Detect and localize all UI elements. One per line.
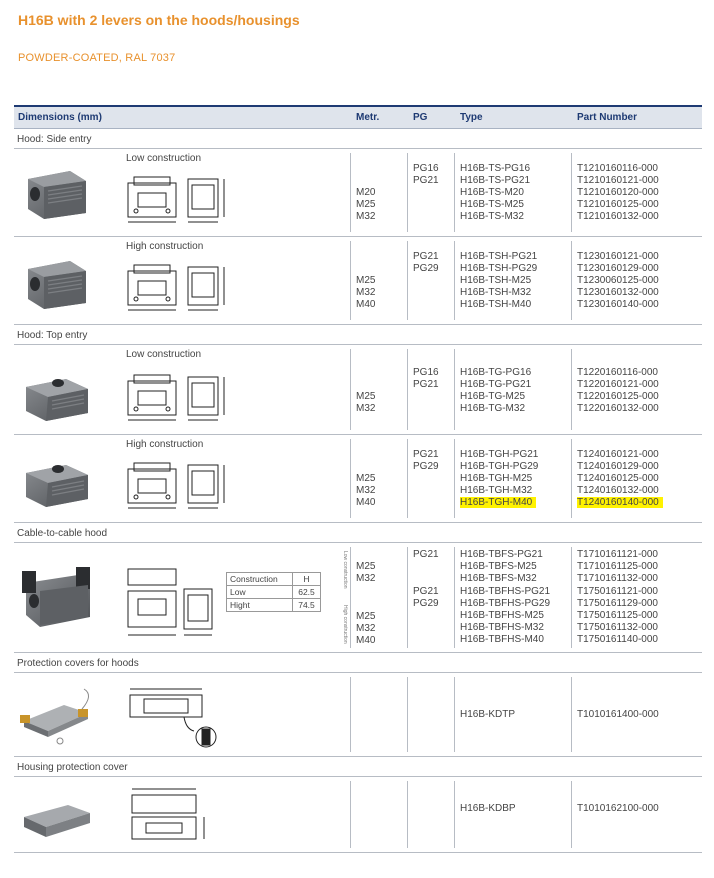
type-values: H16B-TGH-PG21 H16B-TGH-PG29 H16B-TGH-M25… bbox=[460, 449, 539, 508]
part-number-value: T1010162100-000 bbox=[577, 803, 659, 814]
page-subtitle: POWDER-COATED, RAL 7037 bbox=[18, 52, 176, 64]
part-number-values: T1220160116-000 T1220160121-000 T1220160… bbox=[577, 367, 659, 414]
highlighted-type: H16B-TGH-M40 bbox=[460, 496, 537, 508]
table-row: Low construction M25 M32 PG16 PG21 H16B-… bbox=[14, 345, 702, 435]
highlighted-part-number: T1240160140-000 bbox=[577, 496, 663, 508]
construction-label: Low construction bbox=[126, 349, 202, 360]
section-side-entry: Hood: Side entry bbox=[14, 129, 702, 149]
type-values: H16B-TG-PG16 H16B-TG-PG21 H16B-TG-M25 H1… bbox=[460, 367, 532, 414]
protection-cover-hood-image bbox=[18, 685, 96, 745]
dimension-drawing bbox=[129, 688, 217, 748]
header-metr: Metr. bbox=[356, 112, 380, 123]
header-pg: PG bbox=[413, 112, 428, 123]
hood-top-high-image bbox=[18, 447, 96, 507]
dimension-drawing bbox=[131, 788, 205, 840]
hood-side-low-image bbox=[18, 161, 96, 221]
table-row: H16B-KDBP T1010162100-000 bbox=[14, 777, 702, 853]
part-number-values-high: T1750161121-000 T1750161129-000 T1750161… bbox=[577, 586, 658, 645]
construction-label: High construction bbox=[126, 439, 204, 450]
table-row: Low construction M20 M25 M32 PG16 PG21 H… bbox=[14, 149, 702, 237]
part-number-values: T1230160121-000 T1230160129-000 T1230060… bbox=[577, 251, 659, 310]
table-header: Dimensions (mm) Metr. PG Type Part Numbe… bbox=[14, 105, 702, 129]
type-values-high: H16B-TBFHS-PG21 H16B-TBFHS-PG29 H16B-TBF… bbox=[460, 586, 551, 645]
type-value: H16B-KDBP bbox=[460, 803, 516, 814]
pg-values: PG21 PG29 bbox=[413, 251, 439, 274]
housing-protection-cover-image bbox=[18, 787, 96, 847]
table-row: High construction M25 M32 M40 PG21 PG29 … bbox=[14, 435, 702, 523]
metr-values: M25 M32 bbox=[356, 391, 376, 414]
hood-side-high-image bbox=[18, 251, 96, 311]
header-part-number: Part Number bbox=[577, 112, 638, 123]
pg-values-high: PG21 PG29 bbox=[413, 586, 439, 609]
pg-values: PG21 PG29 bbox=[413, 449, 439, 472]
dimension-drawing bbox=[124, 169, 234, 227]
cable-hood-image bbox=[18, 561, 96, 631]
section-cable-to-cable: Cable-to-cable hood bbox=[14, 523, 702, 543]
dimension-drawing bbox=[127, 568, 213, 636]
type-values: H16B-TSH-PG21 H16B-TSH-PG29 H16B-TSH-M25… bbox=[460, 251, 538, 310]
metr-values: M25 M32 M40 bbox=[356, 275, 376, 310]
type-values-low: H16B-TBFS-PG21 H16B-TBFS-M25 H16B-TBFS-M… bbox=[460, 549, 543, 584]
pg-values-low: PG21 bbox=[413, 549, 439, 560]
hood-top-low-image bbox=[18, 361, 96, 421]
product-table: Dimensions (mm) Metr. PG Type Part Numbe… bbox=[14, 105, 702, 853]
part-number-values-low: T1710161121-000 T1710161125-000 T1710161… bbox=[577, 549, 658, 584]
pg-values: PG16 PG21 bbox=[413, 163, 439, 186]
section-top-entry: Hood: Top entry bbox=[14, 325, 702, 345]
table-row: High construction M25 M32 M40 PG21 PG29 … bbox=[14, 237, 702, 325]
dimension-drawing bbox=[124, 367, 234, 425]
metr-values-high: M25 M32 M40 bbox=[356, 611, 376, 646]
metr-values: M25 M32 M40 bbox=[356, 473, 376, 508]
type-value: H16B-KDTP bbox=[460, 709, 516, 720]
low-construction-label: Low construction bbox=[342, 551, 348, 589]
type-values: H16B-TS-PG16 H16B-TS-PG21 H16B-TS-M20 H1… bbox=[460, 163, 531, 222]
header-dimensions: Dimensions (mm) bbox=[18, 112, 102, 123]
pg-values: PG16 PG21 bbox=[413, 367, 439, 390]
page-title: H16B with 2 levers on the hoods/housings bbox=[18, 12, 300, 28]
metr-values-low: M25 M32 bbox=[356, 561, 376, 584]
dimension-drawing bbox=[124, 455, 234, 513]
construction-label: High construction bbox=[126, 241, 204, 252]
header-type: Type bbox=[460, 112, 483, 123]
construction-label: Low construction bbox=[126, 153, 202, 164]
part-number-value: T1010161400-000 bbox=[577, 709, 659, 720]
section-protection-covers: Protection covers for hoods bbox=[14, 653, 702, 673]
part-number-values: T1240160121-000 T1240160129-000 T1240160… bbox=[577, 449, 663, 509]
table-row: H16B-KDTP T1010161400-000 bbox=[14, 673, 702, 757]
dimension-drawing bbox=[124, 257, 234, 315]
part-number-values: T1210160116-000 T1210160121-000 T1210160… bbox=[577, 163, 659, 222]
metr-values: M20 M25 M32 bbox=[356, 187, 376, 222]
high-construction-label: High construction bbox=[342, 605, 348, 644]
section-housing-protection-cover: Housing protection cover bbox=[14, 757, 702, 777]
